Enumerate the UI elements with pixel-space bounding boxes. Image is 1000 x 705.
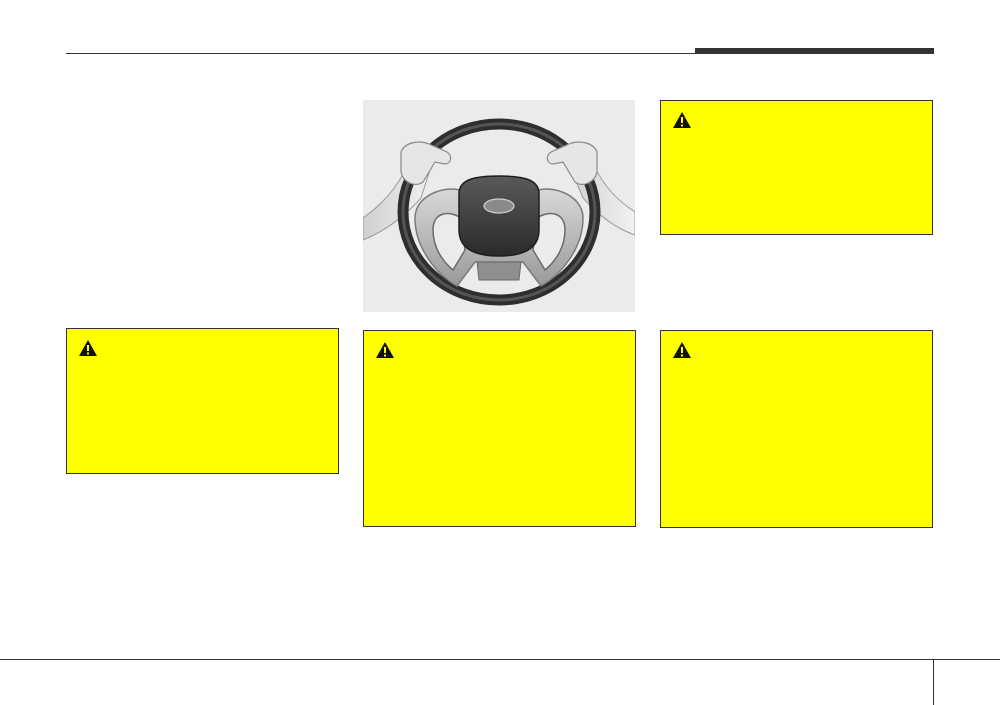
header-rule [66, 53, 934, 54]
warning-box-bottom-right [660, 330, 933, 528]
steering-wheel-figure [363, 100, 635, 312]
warning-triangle-icon [376, 342, 394, 358]
warning-triangle-icon [79, 340, 97, 356]
warning-box-top-right [660, 100, 933, 235]
header-tab-bar [695, 48, 934, 54]
footer-page-divider [933, 659, 934, 705]
warning-box-left [66, 328, 339, 474]
steering-wheel-illustration [363, 118, 635, 306]
warning-triangle-icon [673, 342, 691, 358]
footer-rule [0, 659, 1000, 660]
warning-triangle-icon [673, 112, 691, 128]
warning-box-middle [363, 330, 636, 527]
